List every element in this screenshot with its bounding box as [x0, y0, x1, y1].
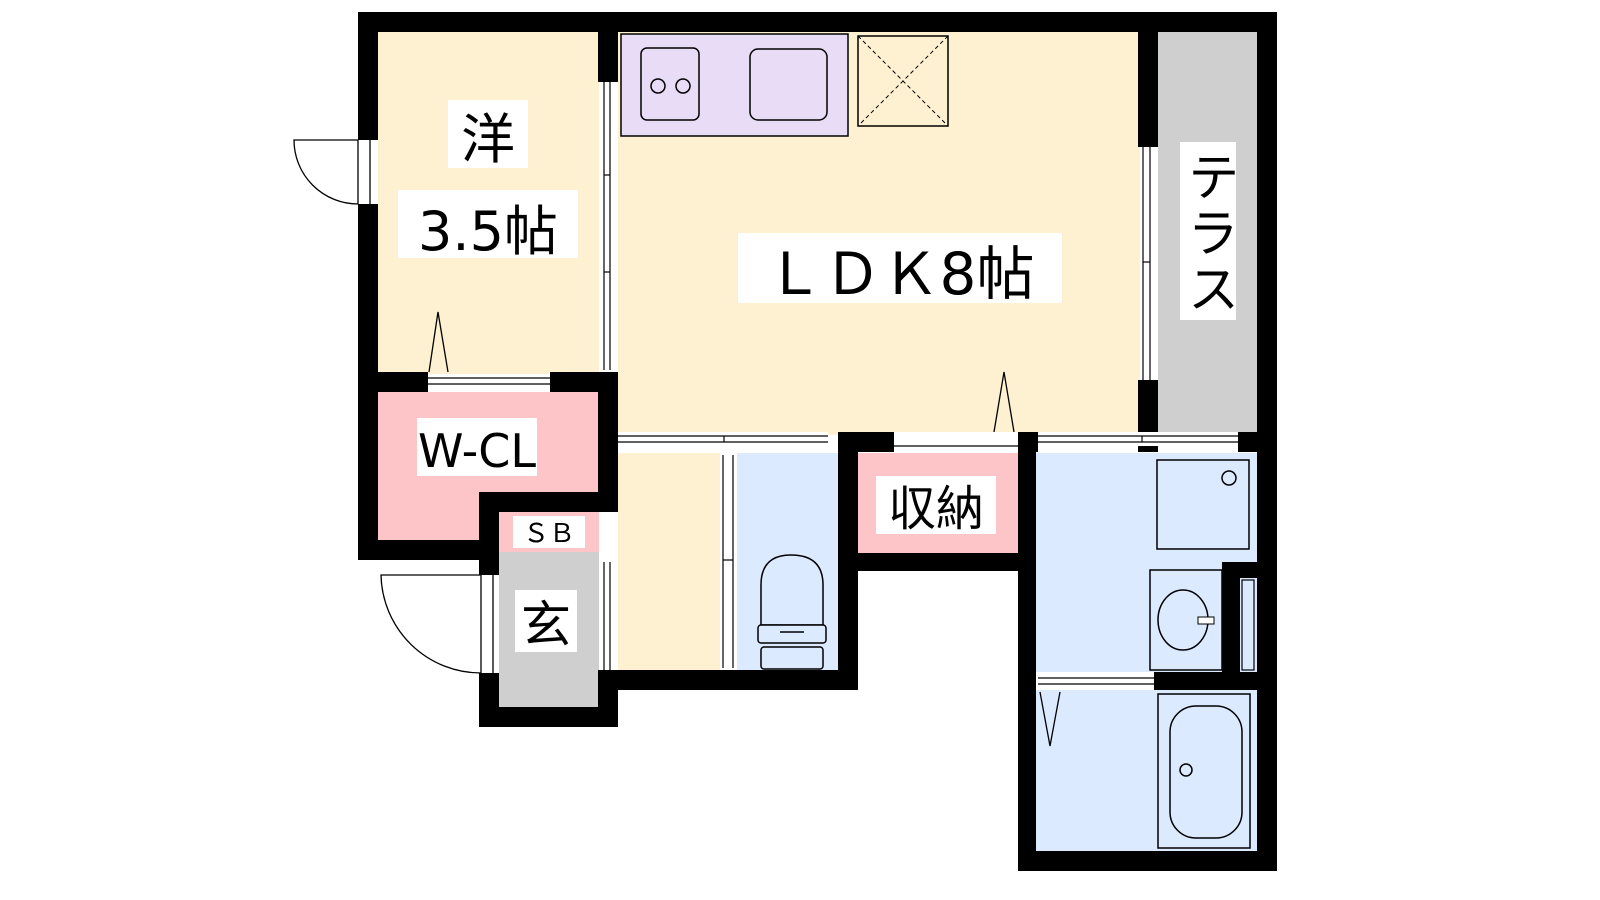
sb-label: ＳＢ	[523, 519, 575, 549]
room-labels: 洋 3.5帖 ＬＤＫ8帖 テラス W-CL ＳＢ 玄 収納	[398, 100, 1238, 654]
sliding-doors	[428, 82, 1255, 688]
hall-floor	[618, 453, 720, 670]
fridge-space-icon	[857, 35, 949, 127]
terrace-label: テラス	[1178, 150, 1238, 318]
western-room-size: 3.5帖	[418, 200, 558, 263]
washbasin-icon	[1149, 569, 1223, 671]
toilet-icon	[757, 554, 827, 670]
stove-icon	[640, 47, 700, 121]
wcl-label: W-CL	[418, 424, 536, 478]
entrance-label: 玄	[521, 596, 571, 654]
bathtub-icon	[1157, 693, 1251, 849]
kitchen-counter	[620, 33, 949, 137]
washing-machine-icon	[1156, 459, 1250, 550]
hinged-doors	[293, 139, 1061, 747]
ldk-label: ＬＤＫ8帖	[766, 240, 1035, 308]
sink-icon	[749, 48, 828, 121]
western-room-label: 洋	[461, 108, 515, 171]
storage-label: 収納	[888, 481, 984, 537]
